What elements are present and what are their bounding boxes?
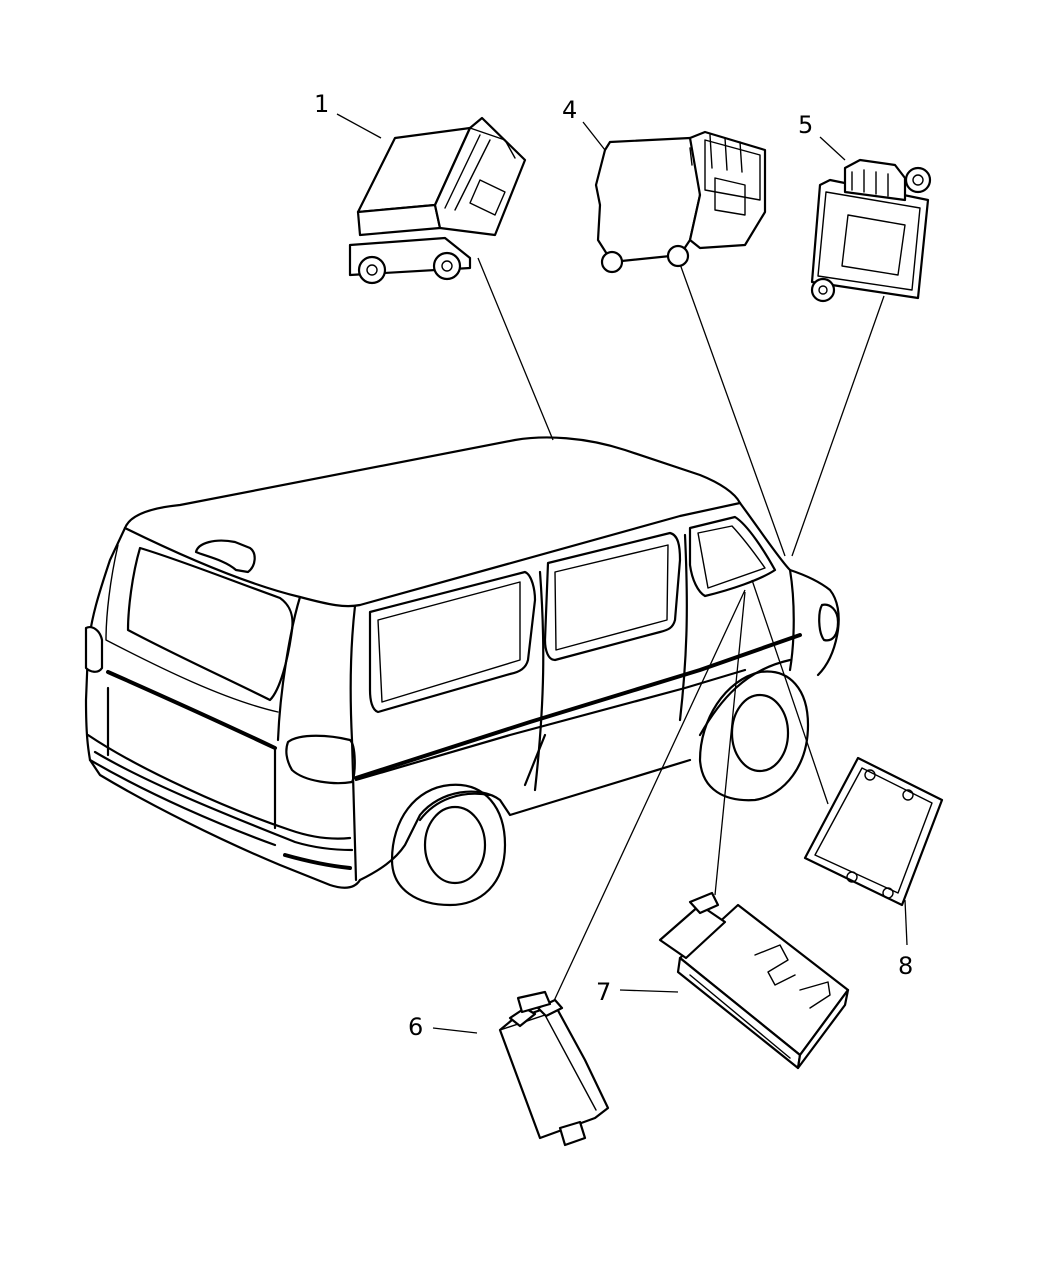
callout-1: 1 [314,90,329,118]
callout-6: 6 [408,1013,423,1041]
leader-part-8 [751,579,829,805]
part-6-module [498,990,610,1147]
callout-8: 8 [898,952,913,980]
callout-labels: 1 4 5 6 7 8 [314,90,913,1041]
part-4-module [594,130,767,274]
part-1-module [348,116,527,285]
part-8-module [803,756,944,907]
callout-5: 5 [798,111,813,139]
part-5-module [810,158,932,303]
leader-part-7 [714,591,746,896]
leader-part-4 [679,263,786,557]
callout-7: 7 [596,978,611,1006]
van-illustration [84,436,840,907]
leader-lines [477,257,885,1004]
part-7-module [658,891,850,1070]
leader-part-5 [791,295,885,557]
leader-part-1 [477,257,554,441]
callout-4: 4 [562,96,577,124]
leader-part-6 [552,589,746,1004]
